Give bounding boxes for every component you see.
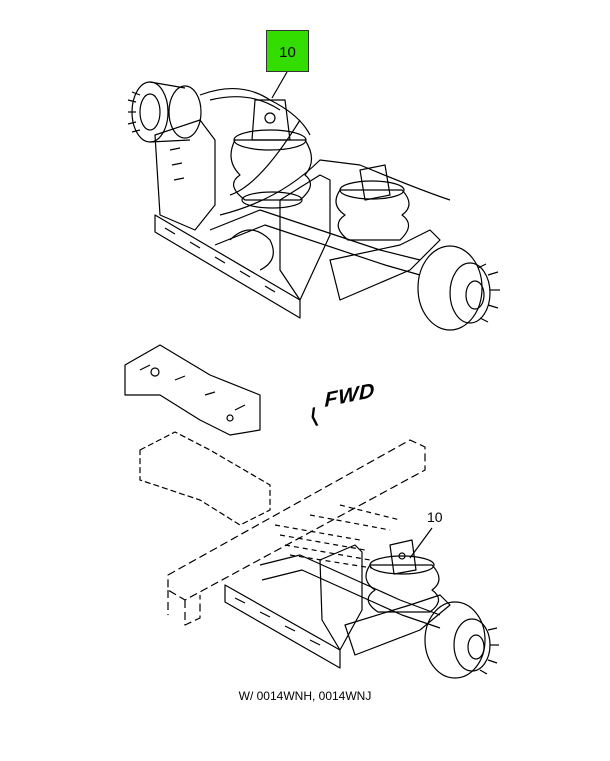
lower-brake-drum	[424, 601, 499, 679]
right-brake-drum	[417, 245, 500, 331]
top-callout-leader	[271, 71, 288, 99]
top-beam	[154, 214, 301, 319]
bottom-callout-leader	[409, 527, 433, 559]
callout-10[interactable]: 10	[427, 509, 443, 525]
lower-air-spring	[365, 539, 440, 613]
right-trailing-arm	[329, 229, 441, 301]
top-axle-assembly	[127, 71, 500, 331]
frame-bracket	[139, 431, 271, 526]
left-brake-drum	[127, 81, 202, 143]
air-lines	[199, 87, 451, 216]
axle-tube	[209, 209, 421, 276]
frame-rail	[167, 439, 426, 601]
lower-beam	[224, 584, 341, 669]
right-air-spring	[335, 164, 410, 241]
left-mounting-bracket	[154, 119, 216, 231]
lower-assembly	[124, 344, 499, 679]
crossmember	[124, 344, 261, 436]
mounting-guide-lines	[274, 524, 373, 569]
diagram-caption: W/ 0014WNH, 0014WNJ	[238, 689, 372, 703]
center-hanger	[279, 174, 331, 301]
upper-air-spring	[230, 99, 313, 209]
callout-10-highlighted[interactable]: 10	[266, 30, 309, 72]
lower-hanger	[319, 544, 363, 651]
